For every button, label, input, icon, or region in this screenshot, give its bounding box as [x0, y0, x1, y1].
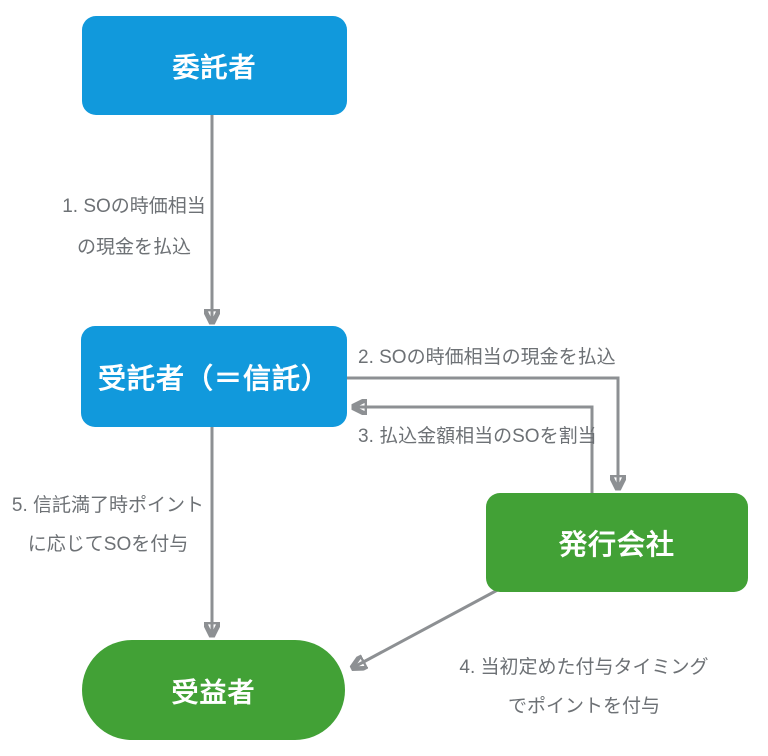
edge-label-step3-line1: 3. 払込金額相当のSOを割当	[358, 426, 597, 447]
edge-label-step1-line2: の現金を払込	[76, 237, 191, 258]
node-issuer-label: 発行会社	[558, 528, 675, 560]
edge-label-step2-line1: 2. SOの時価相当の現金を払込	[358, 347, 616, 368]
edge-label-step5-line1: 5. 信託満了時ポイント	[11, 495, 205, 516]
edge-label-step4: 4. 当初定めた付与タイミング でポイントを付与	[415, 648, 753, 726]
edge-label-step1-line1: 1. SOの時価相当	[62, 196, 206, 217]
node-beneficiary-label: 受益者	[171, 677, 256, 708]
edge-label-step5-line2: に応じてSOを付与	[27, 534, 189, 555]
node-settlor-label: 委託者	[172, 53, 257, 83]
arrow-step2-right-down-icon	[347, 376, 618, 486]
node-issuer: 発行会社	[486, 493, 748, 592]
edge-label-step3: 3. 払込金額相当のSOを割当	[358, 421, 597, 448]
edge-label-step5: 5. 信託満了時ポイント に応じてSOを付与	[2, 486, 214, 564]
node-settlor: 委託者	[82, 16, 347, 115]
arrow-step3-up-left-icon	[356, 407, 594, 493]
arrow-step4-diagonal-icon	[355, 584, 506, 667]
edge-label-step4-line1: 4. 当初定めた付与タイミング	[459, 657, 709, 678]
node-beneficiary: 受益者	[82, 640, 345, 740]
edge-label-step4-line2: でポイントを付与	[507, 696, 660, 717]
edge-label-step1: 1. SOの時価相当 の現金を払込	[28, 186, 240, 268]
node-trustee-label: 受託者（＝信託）	[97, 362, 330, 394]
node-trustee: 受託者（＝信託）	[81, 326, 347, 427]
edge-label-step2: 2. SOの時価相当の現金を払込	[358, 342, 616, 369]
